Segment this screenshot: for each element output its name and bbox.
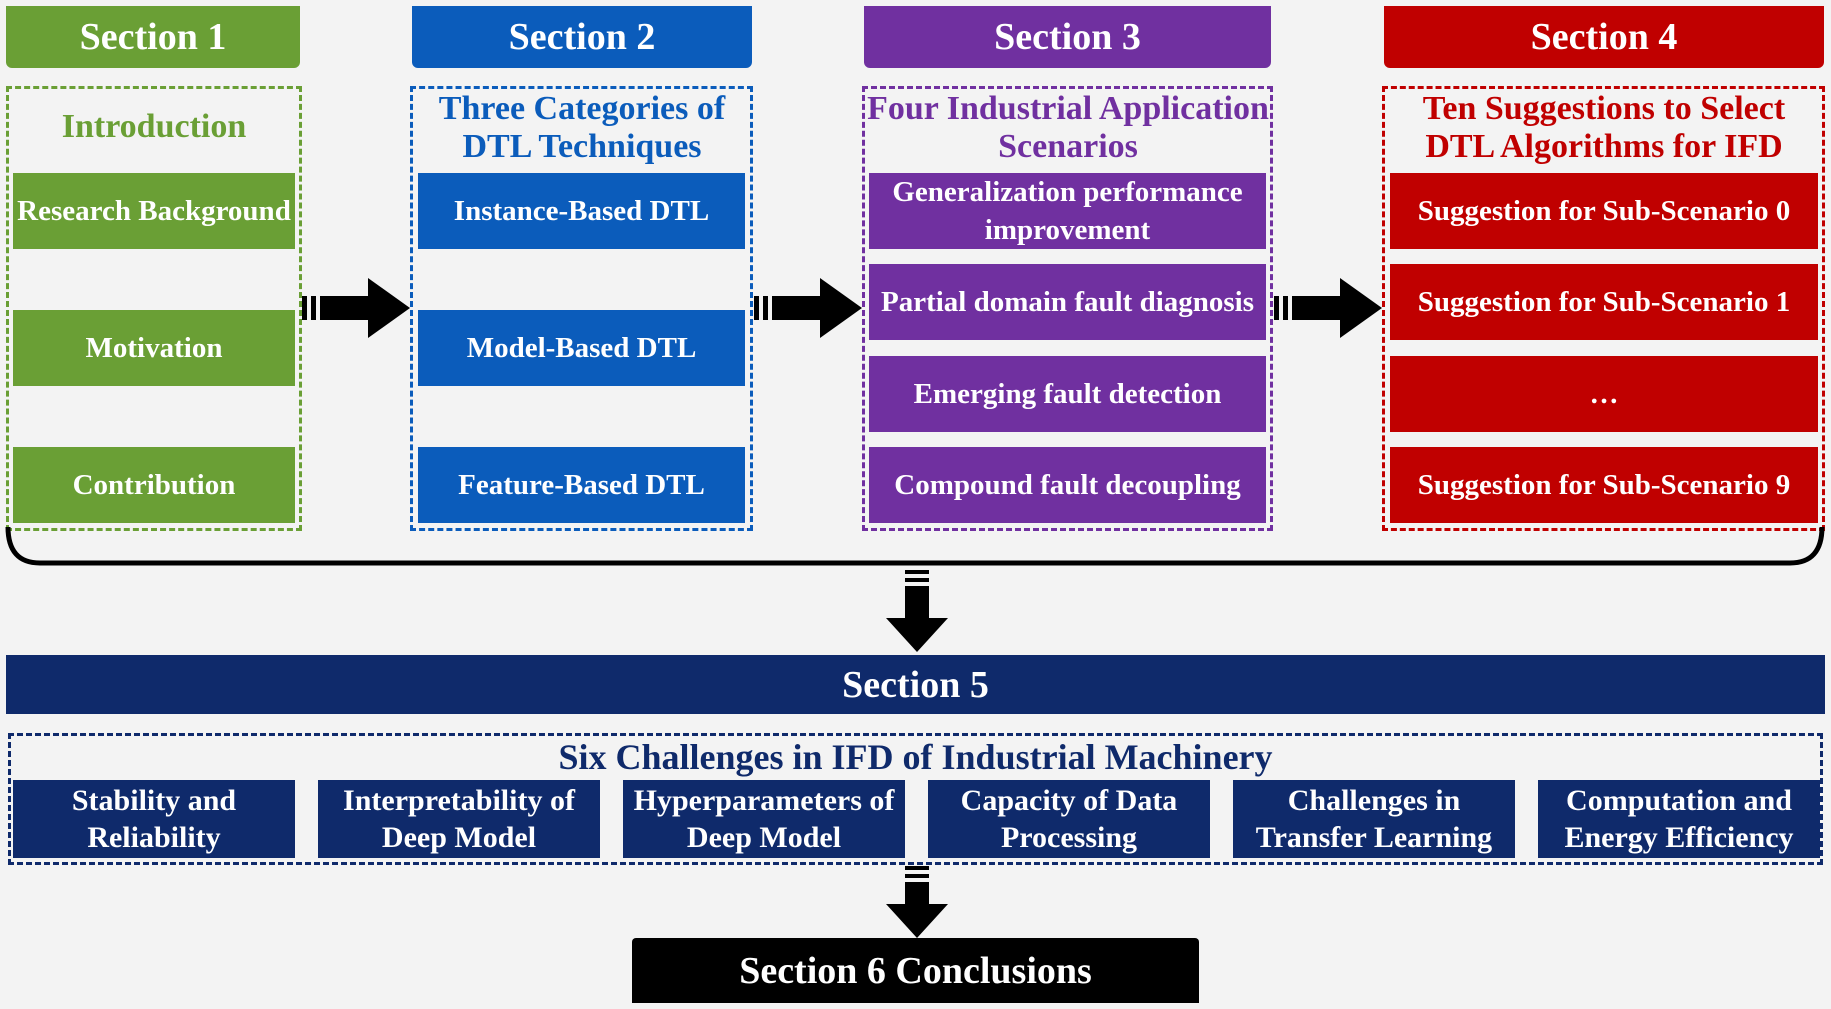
arrow-s3-to-s4 [1274,278,1382,338]
challenge-computation: Computation and Energy Efficiency [1538,780,1820,858]
section4-item-sub-scenario-1: Suggestion for Sub-Scenario 1 [1390,264,1818,340]
section3-header: Section 3 [864,6,1271,68]
grouping-bracket [5,526,1825,566]
challenge-stability: Stability and Reliability [13,780,295,858]
arrow-to-section6 [886,866,948,938]
section2-item-instance-based: Instance-Based DTL [418,173,745,249]
challenge-transfer-learning: Challenges in Transfer Learning [1233,780,1515,858]
challenge-data-capacity: Capacity of Data Processing [928,780,1210,858]
section3-item-compound-fault: Compound fault decoupling [869,447,1266,523]
challenge-interpretability: Interpretability of Deep Model [318,780,600,858]
section5-title: Six Challenges in IFD of Industrial Mach… [558,737,1273,777]
challenge-hyperparameters: Hyperparameters of Deep Model [623,780,905,858]
section4-title: Ten Suggestions to Select DTL Algorithms… [1422,90,1786,165]
section2-item-feature-based: Feature-Based DTL [418,447,745,523]
section3-item-partial-domain: Partial domain fault diagnosis [869,264,1266,340]
section2-title: Three Categories of DTL Techniques [438,90,726,165]
section1-header: Section 1 [6,6,300,68]
section1-item-motivation: Motivation [13,310,295,386]
section4-item-sub-scenario-9: Suggestion for Sub-Scenario 9 [1390,447,1818,523]
section3-title: Four Industrial Application Scenarios [867,90,1269,165]
section1-item-contribution: Contribution [13,447,295,523]
arrow-s2-to-s3 [754,278,862,338]
section5-header: Section 5 [6,655,1825,714]
section3-item-emerging-fault: Emerging fault detection [869,356,1266,432]
section3-item-generalization: Generalization performance improvement [869,173,1266,249]
section2-item-model-based: Model-Based DTL [418,310,745,386]
section5-frame [8,733,1823,865]
section4-item-ellipsis: … [1390,356,1818,432]
section3-frame [862,86,1273,531]
section4-frame [1382,86,1825,531]
section6-conclusions: Section 6 Conclusions [632,938,1199,1003]
section1-frame [6,86,302,531]
section2-header: Section 2 [412,6,752,68]
section1-title: Introduction [61,108,247,145]
section4-item-sub-scenario-0: Suggestion for Sub-Scenario 0 [1390,173,1818,249]
section1-item-research-background: Research Background [13,173,295,249]
section4-header: Section 4 [1384,6,1824,68]
section2-frame [410,86,753,531]
arrow-to-section5 [886,570,948,652]
arrow-s1-to-s2 [302,278,410,338]
